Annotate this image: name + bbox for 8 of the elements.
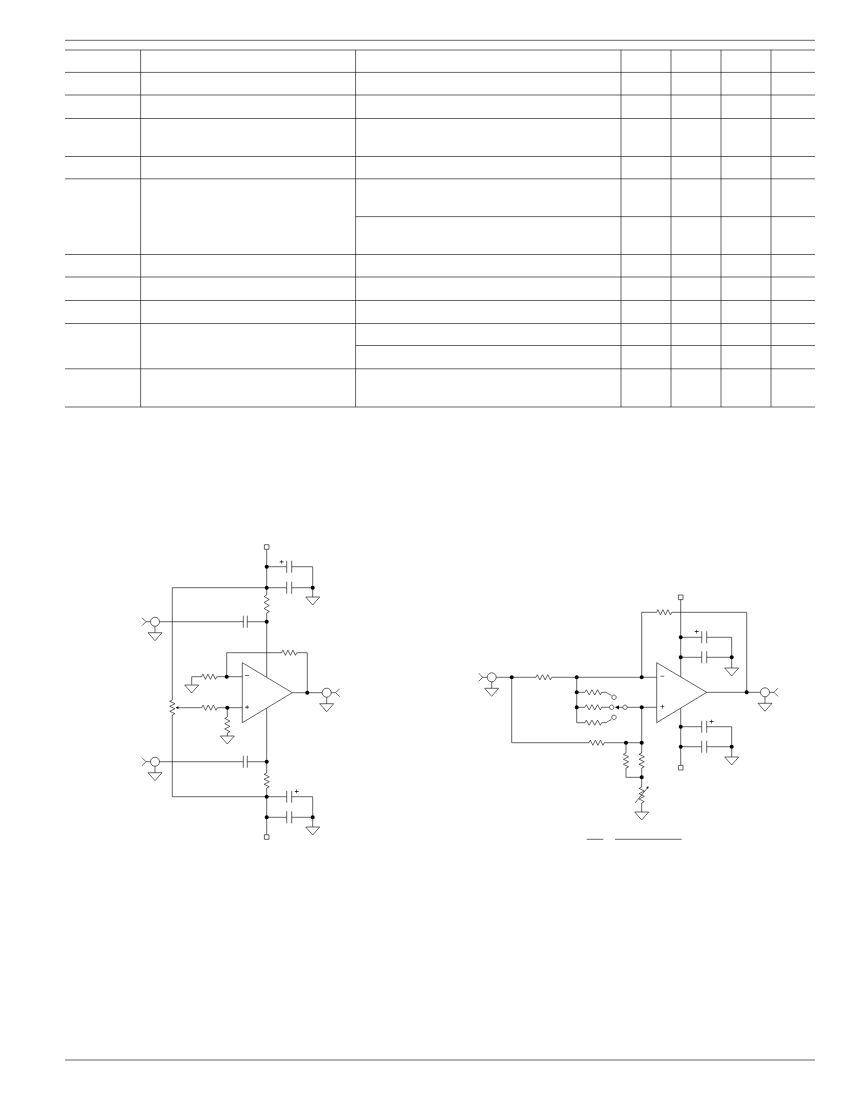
polarity-sign: + <box>709 719 714 724</box>
polarity-sign: + <box>279 559 284 564</box>
polarity-sign: − <box>244 675 249 676</box>
polarity-sign: + <box>294 789 299 794</box>
polarity-sign: + <box>660 704 665 709</box>
polarity-sign: − <box>660 675 665 677</box>
polarity-sign: + <box>694 629 699 634</box>
polarity-sign: + <box>245 705 250 710</box>
